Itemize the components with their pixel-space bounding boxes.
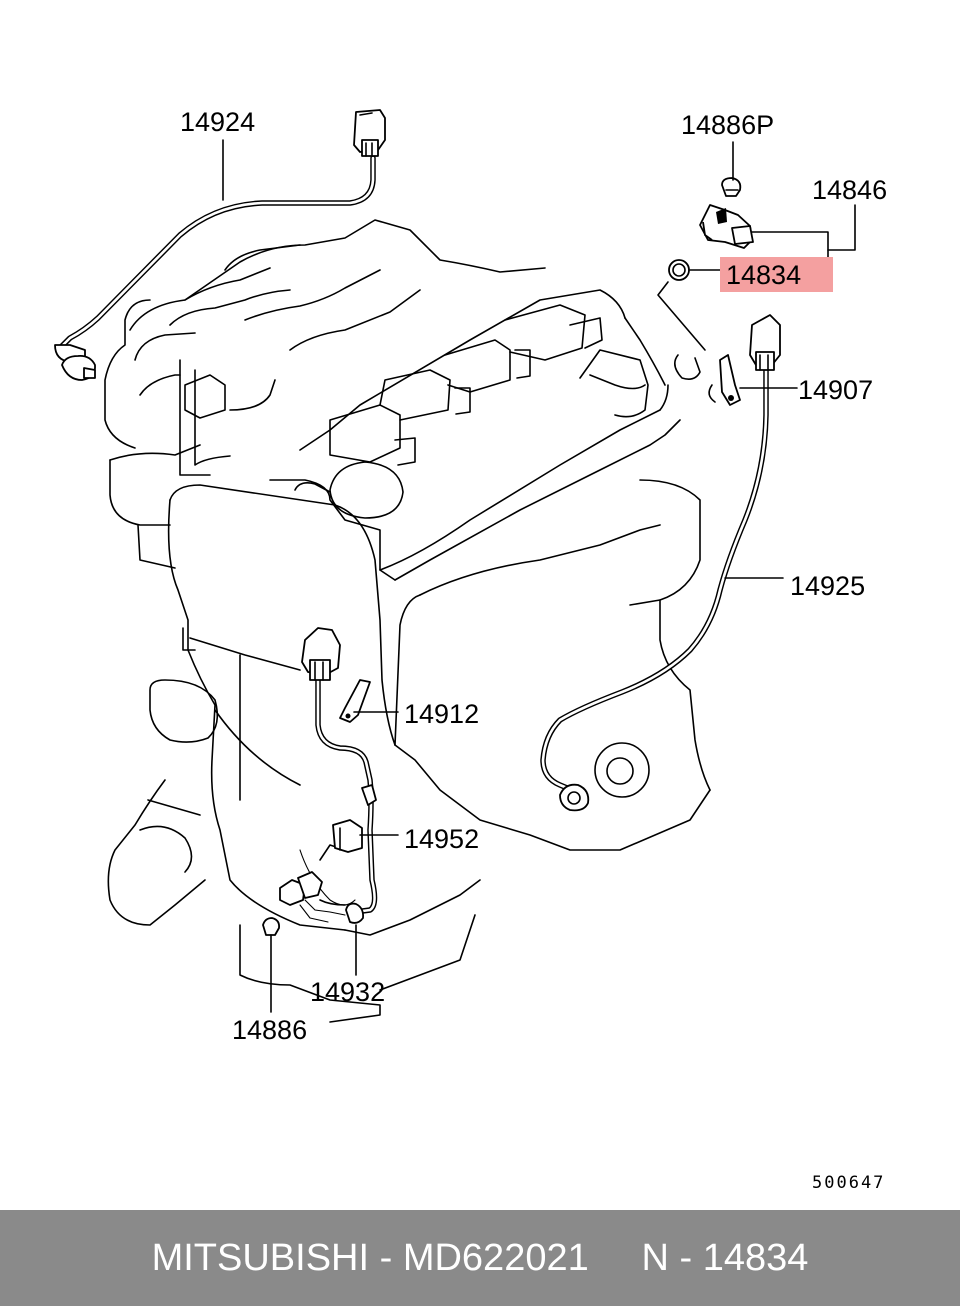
crank-sensor-harness — [540, 314, 781, 812]
cam-sensor-assembly — [657, 177, 754, 403]
ignition-coils — [329, 304, 603, 466]
reference-number: 500647 — [812, 1173, 885, 1193]
footer-text: MITSUBISHI - MD622021 N - 14834 — [151, 1236, 809, 1279]
callout-14907: 14907 — [798, 375, 873, 405]
part-number-footer: MITSUBISHI - MD622021 N - 14834 — [0, 1210, 960, 1306]
engine-block — [104, 219, 711, 1023]
callout-14886: 14886 — [232, 1015, 307, 1045]
callout-14912: 14912 — [404, 699, 479, 729]
callout-14932: 14932 — [310, 977, 385, 1007]
knock-sensor-harness — [54, 109, 386, 381]
callout-labels: 14924 14886P 14846 14834 14907 14925 149… — [180, 107, 887, 1193]
callout-14846: 14846 — [812, 175, 887, 205]
callout-14886P: 14886P — [681, 110, 774, 140]
front-harness — [262, 627, 378, 936]
callout-14924: 14924 — [180, 107, 255, 137]
callout-highlight — [720, 257, 833, 292]
callout-14925: 14925 — [790, 571, 865, 601]
engine-parts-diagram: 14924 14886P 14846 14834 14907 14925 149… — [54, 107, 887, 1193]
callout-14834: 14834 — [726, 260, 801, 290]
callout-14952: 14952 — [404, 824, 479, 854]
